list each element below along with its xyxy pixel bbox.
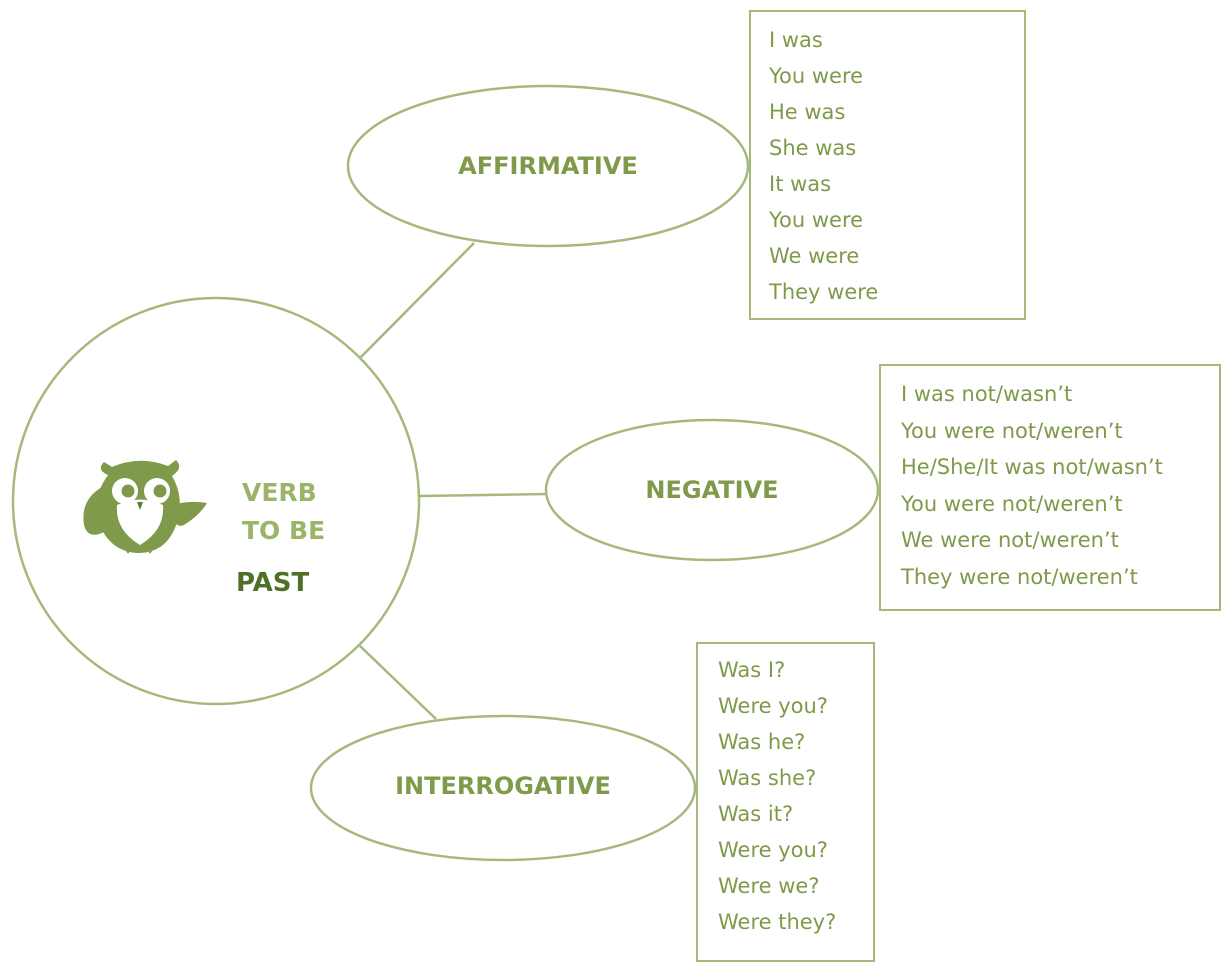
list-item: I was xyxy=(769,28,823,52)
connector-affirmative xyxy=(359,242,475,359)
center-subtitle: PAST xyxy=(236,568,310,598)
list-item: Was I? xyxy=(718,658,786,682)
affirmative-box: I was You were He was She was It was You… xyxy=(749,10,1026,320)
center-title-line2: TO BE xyxy=(242,516,326,545)
affirmative-list: I was You were He was She was It was You… xyxy=(769,22,878,310)
interrogative-ellipse xyxy=(309,714,697,862)
list-item: I was not/wasn’t xyxy=(901,382,1073,406)
center-circle xyxy=(11,296,421,706)
list-item: Was he? xyxy=(718,730,806,754)
list-item: You were xyxy=(769,64,864,88)
list-item: She was xyxy=(769,136,857,160)
interrogative-label: INTERROGATIVE xyxy=(395,772,611,800)
connector-negative xyxy=(419,492,548,498)
owl-icon xyxy=(83,460,207,554)
list-item: Were you? xyxy=(718,694,828,718)
list-item: You were not/weren’t xyxy=(901,491,1123,516)
interrogative-list: Was I? Were you? Was he? Was she? Was it… xyxy=(718,652,836,940)
list-item: It was xyxy=(769,172,832,196)
center-title-line1: VERB xyxy=(242,478,317,507)
list-item: Were you? xyxy=(718,838,828,862)
negative-list: I was not/wasn’t You were not/weren’t He… xyxy=(901,376,1163,595)
interrogative-box: Was I? Were you? Was he? Was she? Was it… xyxy=(696,642,875,962)
center-title: VERB TO BE xyxy=(242,474,325,550)
list-item: You were not/weren’t xyxy=(901,418,1123,443)
list-item: We were xyxy=(769,244,860,268)
list-item: Were they? xyxy=(718,910,837,934)
negative-label: NEGATIVE xyxy=(645,476,779,504)
list-item: He was xyxy=(769,100,846,124)
list-item: We were not/weren’t xyxy=(901,528,1119,552)
list-item: They were xyxy=(769,280,879,304)
list-item: They were not/weren’t xyxy=(901,564,1138,589)
affirmative-ellipse xyxy=(346,84,750,248)
list-item: You were xyxy=(769,208,864,232)
list-item: Were we? xyxy=(718,874,820,898)
negative-ellipse xyxy=(544,418,880,562)
list-item: Was she? xyxy=(718,766,817,790)
list-item: He/She/It was not/wasn’t xyxy=(901,455,1163,479)
connector-interrogative xyxy=(359,645,437,720)
negative-box: I was not/wasn’t You were not/weren’t He… xyxy=(879,364,1221,611)
affirmative-label: AFFIRMATIVE xyxy=(458,152,638,180)
list-item: Was it? xyxy=(718,802,794,826)
